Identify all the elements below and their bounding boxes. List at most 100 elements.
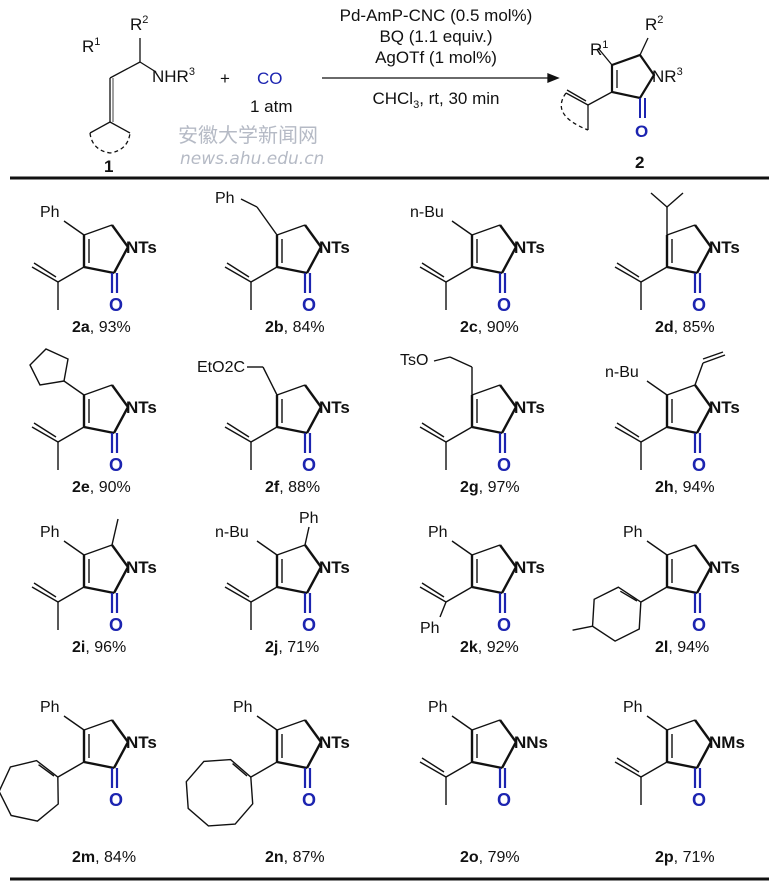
bond bbox=[83, 544, 113, 556]
bond bbox=[276, 585, 308, 595]
bond bbox=[63, 715, 85, 731]
bond bbox=[614, 426, 642, 443]
bond bbox=[695, 566, 713, 594]
bond bbox=[63, 540, 85, 556]
bond bbox=[500, 741, 518, 769]
bond bbox=[619, 590, 638, 602]
bond bbox=[276, 425, 308, 435]
compound-caption: 2p, 71% bbox=[655, 849, 715, 866]
nitrogen-protecting-group: NTs bbox=[514, 398, 545, 417]
bond bbox=[666, 544, 696, 556]
r4-substituent: Ph bbox=[428, 699, 448, 716]
bond bbox=[499, 544, 517, 568]
r4-substituent: Ph bbox=[40, 204, 60, 221]
bond bbox=[304, 224, 322, 248]
bond bbox=[83, 585, 115, 595]
bond bbox=[471, 544, 501, 556]
carbonyl-oxygen: O bbox=[692, 295, 706, 315]
bond bbox=[304, 384, 322, 408]
plus-sign: + bbox=[220, 69, 230, 88]
compound-caption: 2g, 97% bbox=[460, 479, 520, 496]
bond bbox=[305, 406, 323, 434]
nitrogen-protecting-group: NTs bbox=[126, 733, 157, 752]
compound-caption: 2l, 94% bbox=[655, 639, 709, 656]
r4-substituent: Ph bbox=[233, 699, 253, 716]
bond bbox=[702, 351, 724, 360]
bond bbox=[640, 761, 668, 778]
bond bbox=[499, 224, 517, 248]
bond bbox=[694, 362, 704, 386]
carbonyl-oxygen: O bbox=[302, 455, 316, 475]
carbonyl-oxygen: O bbox=[497, 615, 511, 635]
carbonyl-oxygen: O bbox=[497, 295, 511, 315]
bond bbox=[63, 380, 85, 396]
bond bbox=[694, 224, 712, 248]
r4-substituent: n-Bu bbox=[215, 524, 249, 541]
ring-bonds bbox=[591, 586, 642, 642]
carbonyl-oxygen: O bbox=[302, 295, 316, 315]
bond bbox=[83, 425, 115, 435]
bond bbox=[262, 366, 278, 396]
bond bbox=[111, 719, 129, 743]
product-r2: R2 bbox=[645, 14, 663, 34]
bond bbox=[666, 585, 698, 595]
reactant-label: 1 bbox=[104, 157, 113, 176]
bond bbox=[419, 426, 447, 443]
bond bbox=[499, 719, 517, 743]
product-nr3: NR3 bbox=[652, 66, 683, 86]
bond bbox=[695, 406, 713, 434]
condition-additive: AgOTf (1 mol%) bbox=[375, 48, 497, 67]
watermark-chinese: 安徽大学新闻网 bbox=[178, 123, 318, 147]
co-pressure: 1 atm bbox=[250, 97, 293, 116]
co-label: CO bbox=[257, 69, 283, 88]
bond bbox=[451, 220, 473, 236]
product-label: 2 bbox=[635, 153, 644, 172]
compound-caption: 2i, 96% bbox=[72, 639, 126, 656]
bond bbox=[276, 760, 308, 770]
nitrogen-protecting-group: NTs bbox=[514, 238, 545, 257]
bond bbox=[666, 760, 698, 770]
bond bbox=[646, 715, 668, 731]
bond bbox=[256, 206, 278, 236]
r4-substituent: TsO bbox=[400, 352, 428, 369]
bond bbox=[276, 265, 308, 275]
nitrogen-protecting-group: NTs bbox=[709, 398, 740, 417]
bond bbox=[57, 761, 85, 778]
bond bbox=[421, 262, 445, 278]
bond bbox=[616, 262, 640, 278]
bond bbox=[250, 426, 278, 443]
condition-oxidant: BQ (1.1 equiv.) bbox=[379, 27, 492, 46]
bond bbox=[666, 265, 698, 275]
r4-substituent: Ph bbox=[40, 699, 60, 716]
bond bbox=[445, 266, 473, 283]
carbonyl-oxygen: O bbox=[692, 455, 706, 475]
r4-substituent: n-Bu bbox=[410, 204, 444, 221]
bond bbox=[232, 763, 248, 777]
r5-substituent: Ph bbox=[299, 510, 319, 527]
bond bbox=[276, 544, 306, 556]
compound-2c: O NTs n-Bu 2c, 90% bbox=[410, 204, 545, 336]
nitrogen-protecting-group: NTs bbox=[514, 558, 545, 577]
r4-substituent: n-Bu bbox=[605, 364, 639, 381]
bond bbox=[471, 224, 501, 236]
bond bbox=[500, 566, 518, 594]
reactant-r1: R1 bbox=[82, 36, 100, 56]
compound-caption: 2b, 84% bbox=[265, 319, 325, 336]
bond bbox=[421, 582, 445, 598]
compound-caption: 2c, 90% bbox=[460, 319, 519, 336]
bond bbox=[694, 544, 712, 568]
bond bbox=[419, 761, 447, 778]
bond bbox=[694, 384, 712, 408]
bond bbox=[57, 426, 85, 443]
bond bbox=[304, 526, 310, 546]
carbonyl-oxygen: O bbox=[302, 790, 316, 810]
bond bbox=[650, 192, 668, 208]
bond bbox=[572, 625, 593, 631]
ring-bonds bbox=[185, 758, 254, 827]
nitrogen-protecting-group: NTs bbox=[319, 558, 350, 577]
